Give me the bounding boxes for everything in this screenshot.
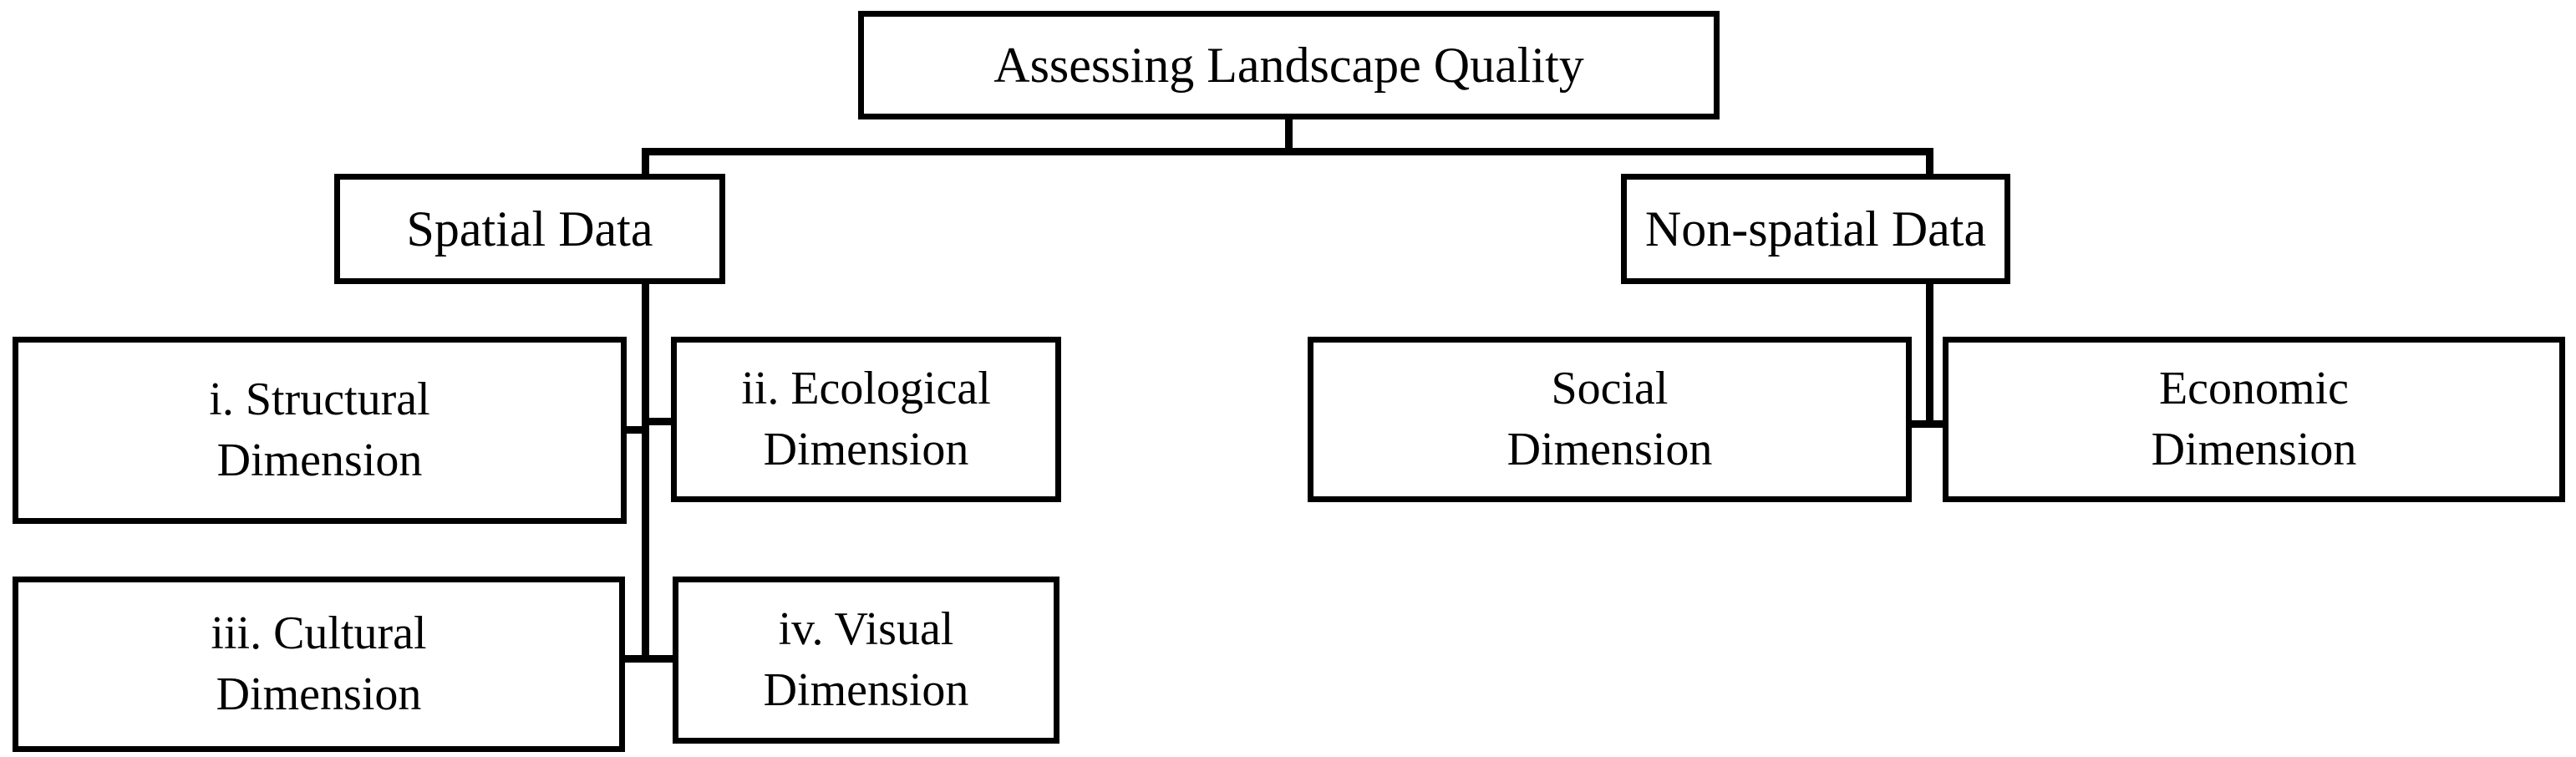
node-structural-dimension[interactable]: i. Structural Dimension bbox=[13, 337, 627, 524]
node-spatial-data[interactable]: Spatial Data bbox=[334, 174, 725, 284]
node-ecological-dimension[interactable]: ii. Ecological Dimension bbox=[671, 337, 1061, 502]
node-label: Assessing Landscape Quality bbox=[993, 38, 1584, 93]
connector-stub-cultural bbox=[620, 655, 647, 663]
node-cultural-dimension[interactable]: iii. Cultural Dimension bbox=[13, 577, 625, 752]
connector-tier1-bus bbox=[642, 148, 1933, 155]
connector-spatial-trunk bbox=[642, 284, 649, 662]
node-label: Non-spatial Data bbox=[1644, 201, 1987, 257]
node-label: iii. Cultural Dimension bbox=[211, 607, 427, 720]
node-label: i. Structural Dimension bbox=[209, 373, 430, 486]
node-label: Social Dimension bbox=[1506, 363, 1713, 475]
node-label: Economic Dimension bbox=[2151, 363, 2357, 475]
node-social-dimension[interactable]: Social Dimension bbox=[1308, 337, 1912, 502]
node-non-spatial-data[interactable]: Non-spatial Data bbox=[1621, 174, 2010, 284]
node-visual-dimension[interactable]: iv. Visual Dimension bbox=[673, 577, 1059, 744]
connector-stub-structural bbox=[622, 426, 647, 434]
connector-nonspatial-trunk bbox=[1926, 284, 1933, 428]
node-label: Spatial Data bbox=[406, 201, 653, 257]
connector-root-stem bbox=[1285, 119, 1293, 155]
node-economic-dimension[interactable]: Economic Dimension bbox=[1943, 337, 2565, 502]
node-assessing-landscape-quality[interactable]: Assessing Landscape Quality bbox=[858, 11, 1720, 119]
connector-drop-to-spatial bbox=[642, 148, 649, 180]
connector-drop-to-nonspatial bbox=[1926, 148, 1933, 180]
node-label: ii. Ecological Dimension bbox=[741, 363, 991, 475]
connector-stub-visual bbox=[644, 655, 676, 663]
node-label: iv. Visual Dimension bbox=[763, 603, 969, 716]
connector-nonspatial-split-bar bbox=[1907, 420, 1947, 428]
connector-stub-ecological bbox=[644, 418, 674, 425]
